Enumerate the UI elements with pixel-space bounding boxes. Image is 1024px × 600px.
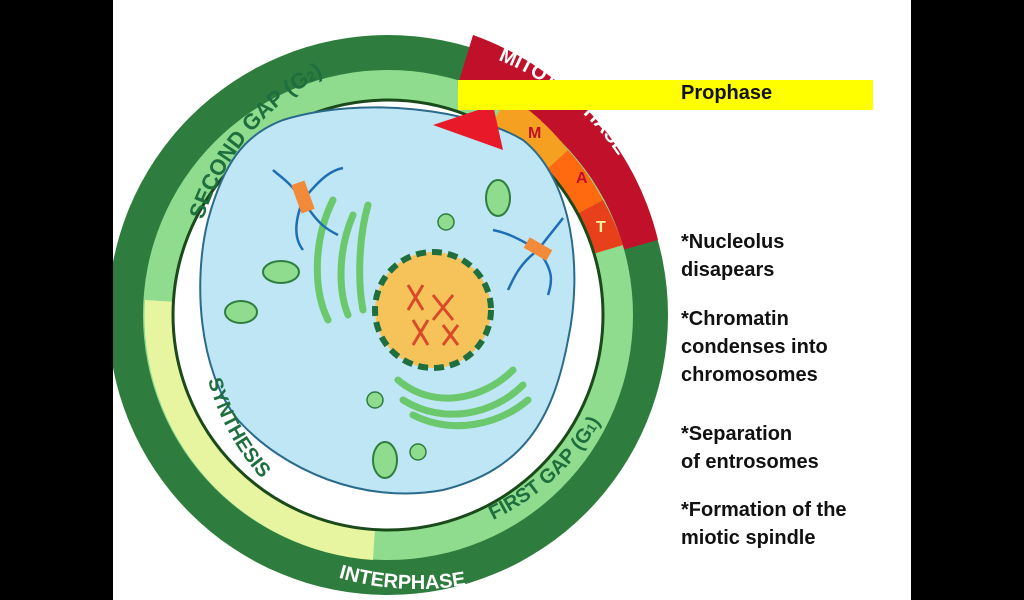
note-centrosomes: *Separation of entrosomes xyxy=(681,423,819,473)
note-nucleolus: *Nucleolus disapears xyxy=(681,231,785,281)
golgi-icon xyxy=(313,196,532,430)
slide: SECOND GAP (G2) SYNTHESIS FIRST GAP (G1)… xyxy=(113,0,911,600)
prophase-banner xyxy=(458,80,873,110)
centrosome-icon xyxy=(523,237,553,261)
vesicles xyxy=(366,213,455,461)
centrosome-icon xyxy=(291,180,315,214)
note-spindle: *Formation of the miotic spindle xyxy=(681,499,847,549)
note-chromatin: *Chromatin condenses into chromosomes xyxy=(681,308,828,386)
mitotic-letter-a: A xyxy=(576,170,588,187)
mitotic-letter-t: T xyxy=(596,219,606,236)
mitotic-letter-m: M xyxy=(528,125,541,142)
prophase-label: Prophase xyxy=(681,82,773,104)
chromatin xyxy=(406,284,460,346)
prophase-arrow xyxy=(433,105,503,150)
cell-cycle-diagram: SECOND GAP (G2) SYNTHESIS FIRST GAP (G1)… xyxy=(113,35,668,595)
mitochondrion-icon xyxy=(224,179,511,479)
nucleus xyxy=(372,249,494,371)
